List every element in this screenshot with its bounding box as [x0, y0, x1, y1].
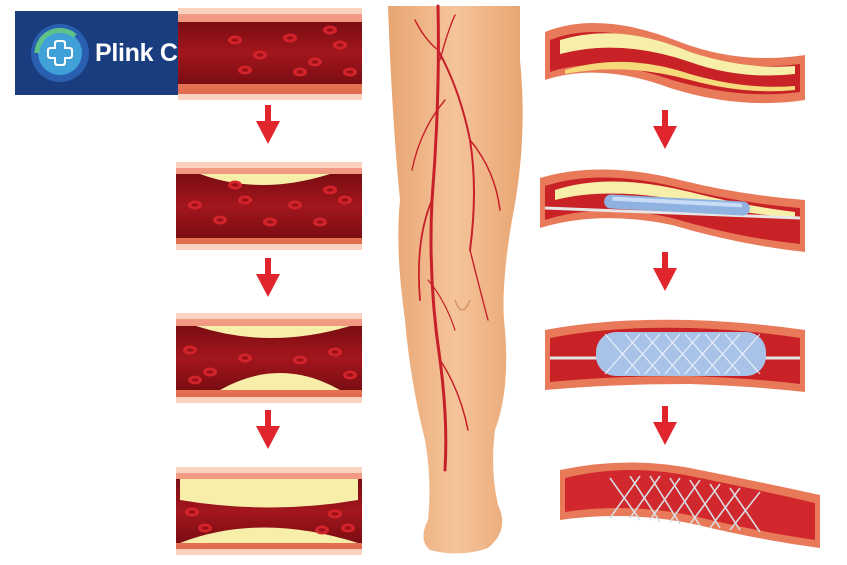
- arrow-down-icon: [653, 252, 677, 291]
- blocked-artery: [545, 23, 805, 104]
- left-arrows: [256, 105, 280, 449]
- arrow-down-icon: [653, 110, 677, 149]
- healthy-artery: [178, 8, 362, 100]
- right-arrows: [653, 110, 677, 445]
- early-plaque: [176, 162, 362, 250]
- arrow-down-icon: [256, 105, 280, 144]
- leg-illustration: [388, 4, 523, 554]
- arrow-down-icon: [653, 406, 677, 445]
- catheter-inserted: [540, 169, 805, 252]
- stent-placed: [560, 462, 820, 548]
- arrow-down-icon: [256, 410, 280, 449]
- arrow-down-icon: [256, 258, 280, 297]
- severe-plaque: [176, 467, 362, 555]
- moderate-plaque: [176, 313, 362, 403]
- medical-cross-shield-icon: [31, 24, 89, 82]
- balloon-inflated: [545, 319, 805, 392]
